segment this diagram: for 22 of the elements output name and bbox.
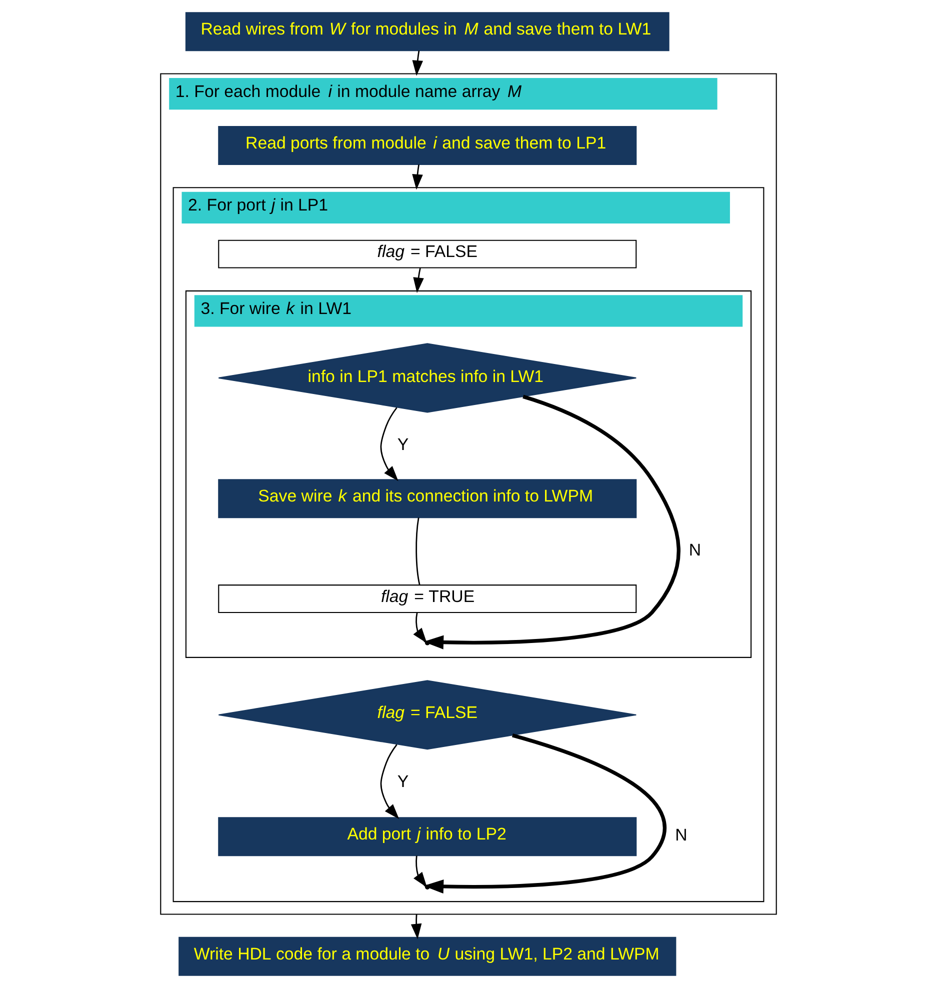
arrow [412, 268, 424, 293]
arrow [412, 50, 423, 76]
edge-label: N [688, 540, 701, 560]
arrow [410, 914, 422, 940]
arrow [380, 407, 398, 482]
arrow [412, 164, 422, 190]
arrow [412, 612, 426, 644]
node-box: Read ports from module i and save them to LP1 [218, 126, 636, 165]
node-box: Add port j info to LP2 [218, 817, 636, 856]
edge-label: N [674, 826, 687, 845]
connector [415, 518, 420, 585]
node-diamond: flag = FALSE [218, 680, 636, 750]
edge-label: Y [396, 434, 408, 454]
node-box: flag = FALSE [218, 240, 636, 268]
arrow [380, 744, 399, 820]
node-box: Save wire k and its connection info to LWPM [218, 479, 636, 518]
node-box: flag = TRUE [218, 584, 636, 614]
arrow [413, 856, 427, 888]
node-box: Write HDL code for a module to U using LW1, LP2 and LWPM [178, 936, 676, 976]
node-box: Read wires from W for modules in M and save them to LW1 [184, 12, 669, 52]
node-diamond: info in LP1 matches info in LW1 [218, 343, 636, 413]
edge-label: Y [396, 772, 408, 791]
